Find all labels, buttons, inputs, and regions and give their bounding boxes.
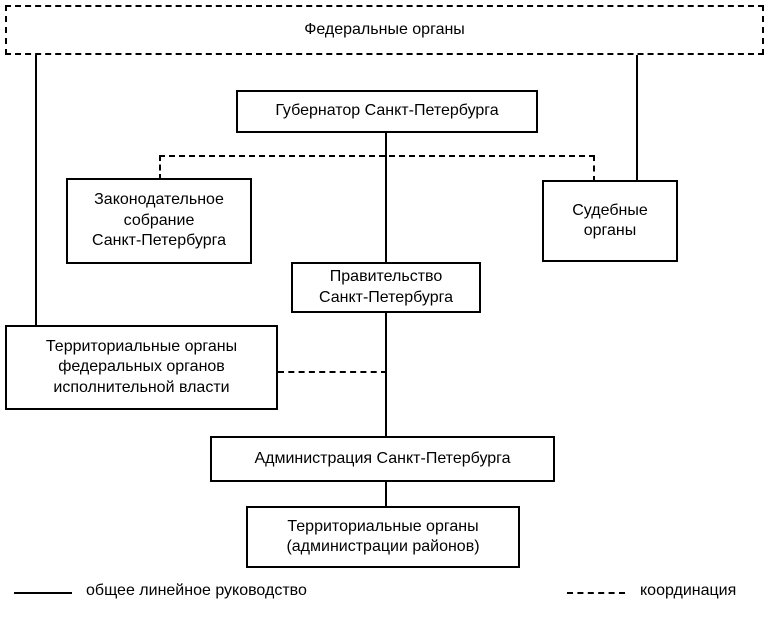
connector-federal-to-judicial bbox=[636, 55, 638, 182]
legend-dashed-line-label: координация bbox=[640, 582, 737, 599]
node-federal-bodies-label: Федеральные органы bbox=[304, 20, 465, 38]
node-judicial-bodies-label: Судебные органы bbox=[572, 201, 648, 239]
legend-dashed-line-swatch bbox=[567, 592, 625, 594]
node-government: Правительство Санкт-Петербурга bbox=[291, 262, 481, 313]
node-legislative-assembly: Законодательное собрание Санкт-Петербург… bbox=[66, 178, 252, 264]
connector-coordination-to-judicial bbox=[593, 155, 595, 182]
connector-federal-to-territorial-federal bbox=[35, 55, 37, 327]
connector-territorial-federal-to-government bbox=[278, 371, 387, 373]
connector-administration-to-districts bbox=[385, 482, 387, 508]
connector-coordination-bracket bbox=[159, 155, 595, 157]
node-district-administrations: Территориальные органы (администрации ра… bbox=[246, 506, 520, 568]
node-territorial-federal-bodies: Территориальные органы федеральных орган… bbox=[5, 325, 278, 410]
node-government-label: Правительство Санкт-Петербурга bbox=[318, 268, 454, 306]
node-district-administrations-label: Территориальные органы (администрации ра… bbox=[286, 517, 480, 555]
legend-solid-line-swatch bbox=[14, 592, 72, 594]
node-federal-bodies: Федеральные органы bbox=[5, 5, 764, 55]
legend-solid-line-label: общее линейное руководство bbox=[86, 582, 307, 599]
node-administration: Администрация Санкт-Петербурга bbox=[210, 436, 555, 482]
node-territorial-federal-bodies-label: Территориальные органы федеральных орган… bbox=[45, 337, 238, 396]
node-legislative-assembly-label: Законодательное собрание Санкт-Петербург… bbox=[91, 191, 227, 250]
node-governor-label: Губернатор Санкт-Петербурга bbox=[275, 102, 499, 120]
node-governor: Губернатор Санкт-Петербурга bbox=[236, 90, 538, 133]
connector-coordination-to-legislative bbox=[159, 155, 161, 180]
node-judicial-bodies: Судебные органы bbox=[542, 180, 678, 262]
node-administration-label: Администрация Санкт-Петербурга bbox=[254, 449, 511, 467]
